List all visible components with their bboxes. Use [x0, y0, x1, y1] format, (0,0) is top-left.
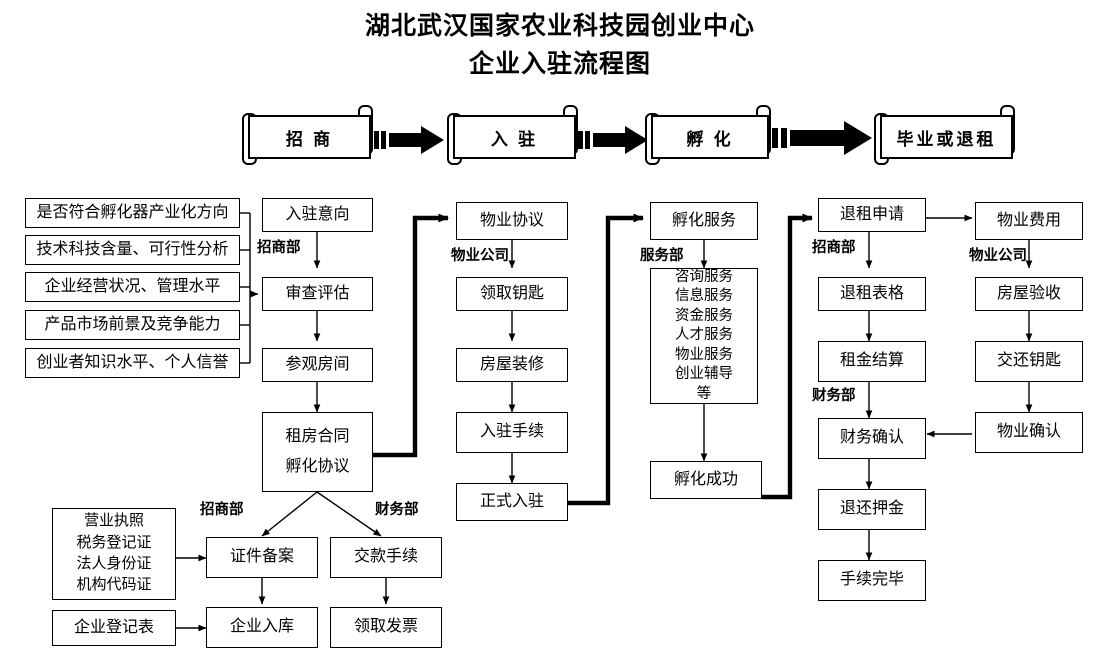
node-official-movein[interactable]: 正式入驻: [456, 483, 568, 521]
node-enterprise-entry[interactable]: 企业入库: [206, 607, 318, 648]
stage-label: 招 商: [248, 115, 371, 159]
node-property-fee[interactable]: 物业费用: [975, 202, 1083, 240]
node-get-invoice[interactable]: 领取发票: [330, 607, 442, 648]
dept-label-property-company: 物业公司: [451, 248, 509, 264]
dept-label-bottom-finance: 财务部: [375, 502, 419, 518]
node-finance-confirm[interactable]: 财务确认: [818, 418, 926, 459]
node-exit-form[interactable]: 退租表格: [818, 277, 926, 311]
node-incubation-service[interactable]: 孵化服务: [650, 202, 758, 240]
criteria-box-2[interactable]: 技术科技含量、可行性分析: [25, 235, 240, 265]
node-deposit-refund[interactable]: 退还押金: [818, 489, 926, 530]
criteria-box-3[interactable]: 企业经营状况、管理水平: [25, 272, 240, 302]
page-title-line2: 企业入驻流程图: [468, 51, 651, 78]
node-movein-procedure[interactable]: 入驻手续: [456, 412, 568, 453]
node-registration-form[interactable]: 企业登记表: [52, 610, 176, 646]
dept-label-bottom-recruit: 招商部: [200, 502, 244, 518]
document-item-2: 税务登记证: [76, 534, 152, 551]
stage-label: 入 驻: [453, 115, 576, 159]
node-review[interactable]: 审查评估: [262, 277, 373, 311]
contract-line-2: 孵化协议: [285, 458, 350, 475]
service-item-7: 等: [696, 385, 712, 402]
node-contract[interactable]: 租房合同 孵化协议: [262, 412, 373, 492]
dept-label-handover-property: 物业公司: [969, 248, 1027, 264]
service-item-6: 创业辅导: [675, 366, 733, 383]
link-movein-to-incubation: [568, 213, 644, 506]
dept-label-finance: 财务部: [812, 388, 856, 404]
link-contract-to-property: [373, 213, 449, 458]
stage-label: 毕业或退租: [880, 115, 1013, 159]
node-house-inspection[interactable]: 房屋验收: [975, 277, 1083, 311]
stage-arrow-2: [578, 126, 648, 154]
node-incubation-success[interactable]: 孵化成功: [650, 461, 762, 499]
service-item-4: 人才服务: [675, 327, 733, 344]
service-item-1: 咨询服务: [675, 269, 733, 286]
node-return-keys[interactable]: 交还钥匙: [975, 341, 1083, 382]
node-get-keys[interactable]: 领取钥匙: [456, 277, 568, 311]
node-procedure-complete[interactable]: 手续完毕: [818, 560, 926, 601]
stage-banner-graduate[interactable]: 毕业或退租: [872, 105, 1017, 167]
stage-arrow-3: [772, 121, 872, 155]
document-item-1: 营业执照: [83, 513, 144, 530]
node-renovation[interactable]: 房屋装修: [456, 348, 568, 382]
node-payment-procedure[interactable]: 交款手续: [330, 537, 442, 578]
document-item-4: 机构代码证: [76, 577, 152, 594]
stage-banner-recruit[interactable]: 招 商: [240, 105, 375, 167]
node-property-agreement[interactable]: 物业协议: [456, 202, 568, 240]
stage-banner-incubate[interactable]: 孵 化: [643, 105, 773, 167]
criteria-bracket: [240, 212, 259, 364]
node-service-list[interactable]: 咨询服务 信息服务 资金服务 人才服务 物业服务 创业辅导 等: [650, 268, 758, 404]
dept-label-recruit: 招商部: [257, 240, 301, 256]
service-item-5: 物业服务: [675, 346, 733, 363]
node-file-record[interactable]: 证件备案: [206, 537, 318, 578]
dept-label-exit-recruit: 招商部: [812, 240, 856, 256]
stage-arrow-1: [374, 126, 444, 154]
criteria-box-4[interactable]: 产品市场前景及竞争能力: [25, 310, 240, 340]
node-exit-application[interactable]: 退租申请: [818, 198, 926, 232]
node-documents-list[interactable]: 营业执照 税务登记证 法人身份证 机构代码证: [52, 508, 176, 600]
contract-line-1: 租房合同: [285, 427, 350, 445]
service-item-2: 信息服务: [675, 288, 733, 305]
document-item-3: 法人身份证: [76, 556, 152, 572]
criteria-box-5[interactable]: 创业者知识水平、个人信誉: [25, 348, 240, 378]
criteria-box-1[interactable]: 是否符合孵化器产业化方向: [25, 198, 240, 228]
node-intent[interactable]: 入驻意向: [262, 198, 373, 232]
page-title-line1: 湖北武汉国家农业科技园创业中心: [364, 13, 755, 40]
dept-label-service: 服务部: [640, 248, 684, 264]
node-rent-settlement[interactable]: 租金结算: [818, 341, 926, 382]
link-success-to-exit: [762, 213, 813, 500]
service-item-3: 资金服务: [675, 307, 733, 324]
stage-label: 孵 化: [651, 115, 769, 159]
stage-banner-movein[interactable]: 入 驻: [445, 105, 580, 167]
node-visit-room[interactable]: 参观房间: [262, 348, 373, 382]
node-property-confirm[interactable]: 物业确认: [975, 412, 1083, 453]
